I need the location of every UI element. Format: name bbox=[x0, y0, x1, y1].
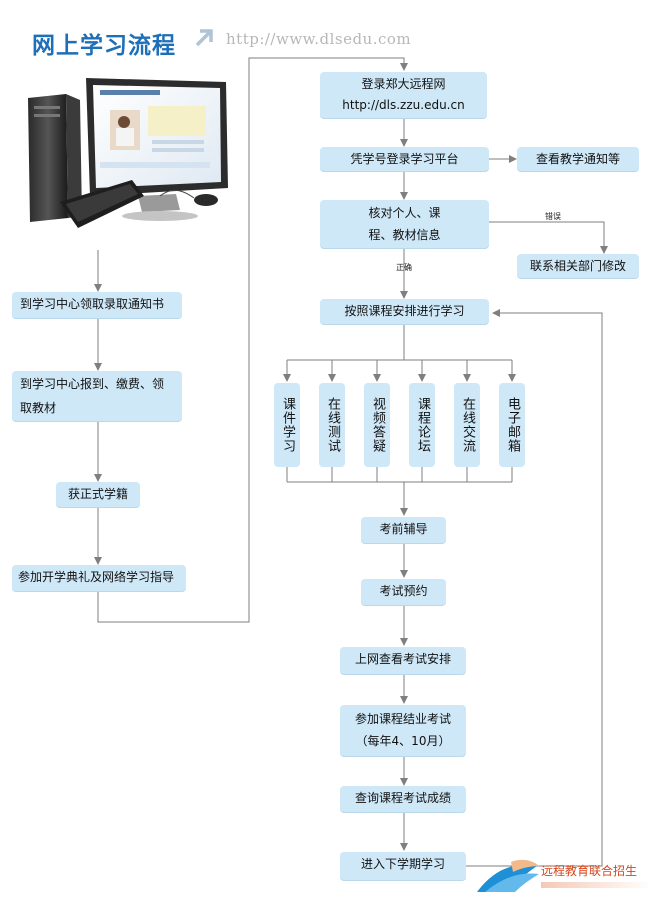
brand-underline bbox=[541, 882, 651, 888]
step-exam-tutoring: 考前辅导 bbox=[361, 517, 446, 543]
arrow-up-right-icon bbox=[195, 29, 213, 47]
step-next-term: 进入下学期学习 bbox=[340, 852, 466, 880]
step-label: 获正式学籍 bbox=[67, 487, 128, 501]
brand-text: 远程教育联合招生 bbox=[541, 864, 638, 878]
step-verify-info: 核对个人、课 程、教材信息 bbox=[320, 200, 489, 248]
method-email: 电子邮箱 bbox=[499, 383, 525, 467]
step-label: 查询课程考试成绩 bbox=[354, 791, 451, 805]
step-label: 到学习中心报到、缴费、领取教材 bbox=[20, 377, 165, 415]
page-title: 网上学习流程 bbox=[32, 33, 176, 59]
step-exam-booking: 考试预约 bbox=[361, 579, 446, 605]
method-online-chat: 在线交流 bbox=[454, 383, 480, 467]
step-view-notices: 查看教学通知等 bbox=[517, 147, 639, 171]
hands-logo-icon bbox=[477, 859, 539, 892]
step-login-website: 登录郑大远程网 http://dls.zzu.edu.cn bbox=[320, 72, 487, 118]
step-label: 参加开学典礼及网络学习指导 bbox=[18, 570, 175, 584]
step-get-admission-notice: 到学习中心领取录取通知书 bbox=[12, 292, 182, 318]
method-video-qa: 视频答疑 bbox=[364, 383, 390, 467]
step-label: 联系相关部门修改 bbox=[529, 259, 626, 273]
step-label: 登录郑大远程网 bbox=[361, 77, 446, 91]
step-label: 考试预约 bbox=[379, 584, 428, 598]
method-courseware: 课件学习 bbox=[274, 383, 300, 467]
step-label: 进入下学期学习 bbox=[360, 857, 445, 871]
step-label: 程、教材信息 bbox=[368, 228, 441, 242]
computer-illustration bbox=[28, 78, 228, 228]
site-url: http://www.dlsedu.com bbox=[226, 30, 412, 48]
correct-label: 正确 bbox=[396, 263, 412, 272]
method-course-forum: 课程论坛 bbox=[409, 383, 435, 467]
step-login-platform: 凭学号登录学习平台 bbox=[320, 147, 489, 171]
method-online-test: 在线测试 bbox=[319, 383, 345, 467]
step-label: 查看教学通知等 bbox=[535, 152, 620, 166]
step-query-scores: 查询课程考试成绩 bbox=[340, 786, 466, 812]
step-study-by-schedule: 按照课程安排进行学习 bbox=[320, 299, 489, 324]
step-check-exam-schedule: 上网查看考试安排 bbox=[340, 647, 466, 674]
step-label: 凭学号登录学习平台 bbox=[350, 152, 459, 166]
step-label: 上网查看考试安排 bbox=[354, 652, 451, 666]
step-take-final-exam: 参加课程结业考试 （每年4、10月） bbox=[340, 705, 466, 756]
error-label: 错误 bbox=[545, 212, 561, 221]
step-register-and-pay: 到学习中心报到、缴费、领取教材 bbox=[12, 371, 182, 421]
step-label: 按照课程安排进行学习 bbox=[344, 304, 465, 318]
step-get-student-status: 获正式学籍 bbox=[56, 482, 140, 507]
step-label: 参加课程结业考试 bbox=[354, 712, 451, 726]
step-label: （每年4、10月） bbox=[355, 734, 451, 748]
step-url: http://dls.zzu.edu.cn bbox=[342, 98, 465, 112]
step-label: 考前辅导 bbox=[379, 522, 428, 536]
step-label: 核对个人、课 bbox=[368, 206, 441, 220]
step-contact-departments: 联系相关部门修改 bbox=[517, 254, 639, 278]
step-label: 到学习中心领取录取通知书 bbox=[20, 297, 165, 311]
step-opening-ceremony: 参加开学典礼及网络学习指导 bbox=[12, 565, 186, 591]
